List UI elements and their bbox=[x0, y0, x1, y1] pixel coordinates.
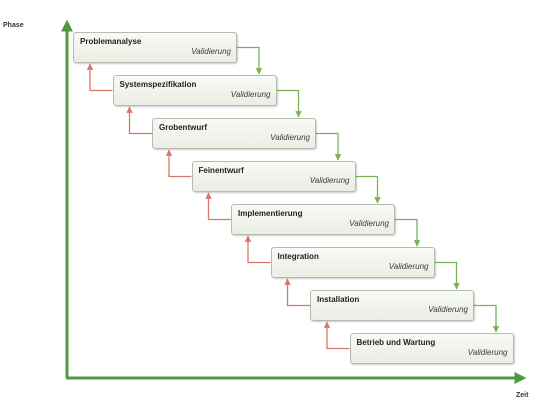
phase-name: Implementierung bbox=[238, 209, 303, 218]
feedback-arrow bbox=[323, 321, 350, 350]
feedback-arrow bbox=[284, 278, 310, 307]
phase-name: Installation bbox=[317, 295, 360, 304]
feedback-arrow bbox=[86, 63, 113, 92]
feedback-arrow bbox=[205, 192, 231, 221]
x-axis-label: Zeit bbox=[516, 392, 529, 399]
forward-arrow bbox=[316, 132, 342, 161]
phase-name: Betrieb und Wartung bbox=[356, 338, 436, 347]
phase-name: Feinentwurf bbox=[198, 166, 244, 175]
phase-validation-label: Validierung bbox=[349, 219, 389, 228]
phase-name: Grobentwurf bbox=[159, 123, 207, 132]
phase-validation-label: Validierung bbox=[270, 133, 310, 142]
feedback-arrow bbox=[126, 106, 152, 135]
forward-arrow bbox=[355, 175, 381, 204]
forward-arrow bbox=[434, 261, 460, 290]
phase-name: Problemanalyse bbox=[80, 37, 142, 46]
phase-name: Systemspezifikation bbox=[119, 80, 197, 89]
forward-arrow bbox=[474, 304, 500, 333]
phase-validation-label: Validierung bbox=[467, 348, 508, 357]
phase-validation-label: Validierung bbox=[388, 262, 429, 271]
forward-arrow bbox=[395, 218, 421, 247]
phase-name: Integration bbox=[277, 252, 319, 261]
phase-validation-label: Validierung bbox=[191, 47, 231, 56]
y-axis-label: Phase bbox=[3, 22, 24, 29]
feedback-arrow bbox=[244, 235, 271, 264]
phase-validation-label: Validierung bbox=[230, 90, 271, 99]
feedback-arrow bbox=[165, 149, 192, 178]
phase-validation-label: Validierung bbox=[428, 305, 468, 314]
forward-arrow bbox=[237, 46, 263, 75]
forward-arrow bbox=[276, 89, 302, 118]
phase-validation-label: Validierung bbox=[309, 176, 350, 185]
